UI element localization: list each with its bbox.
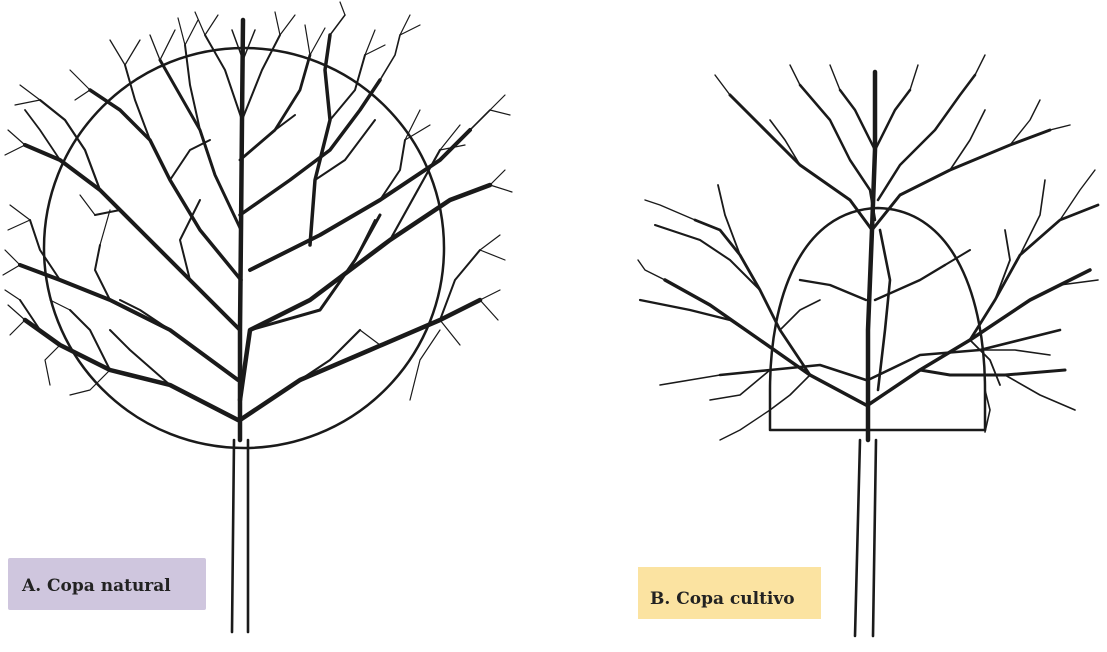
natural-trunk xyxy=(232,440,248,632)
cultivated-branches xyxy=(638,55,1098,440)
cultivated-trunk xyxy=(855,440,876,636)
label-natural-crown: A. Copa natural xyxy=(8,558,206,610)
label-natural-crown-text: A. Copa natural xyxy=(22,576,171,596)
natural-crown-tree xyxy=(3,2,512,632)
label-cultivated-crown: B. Copa cultivo xyxy=(638,567,821,619)
label-cultivated-crown-text: B. Copa cultivo xyxy=(650,589,795,609)
natural-branches xyxy=(3,2,512,440)
cultivated-crown-tree xyxy=(638,55,1098,636)
